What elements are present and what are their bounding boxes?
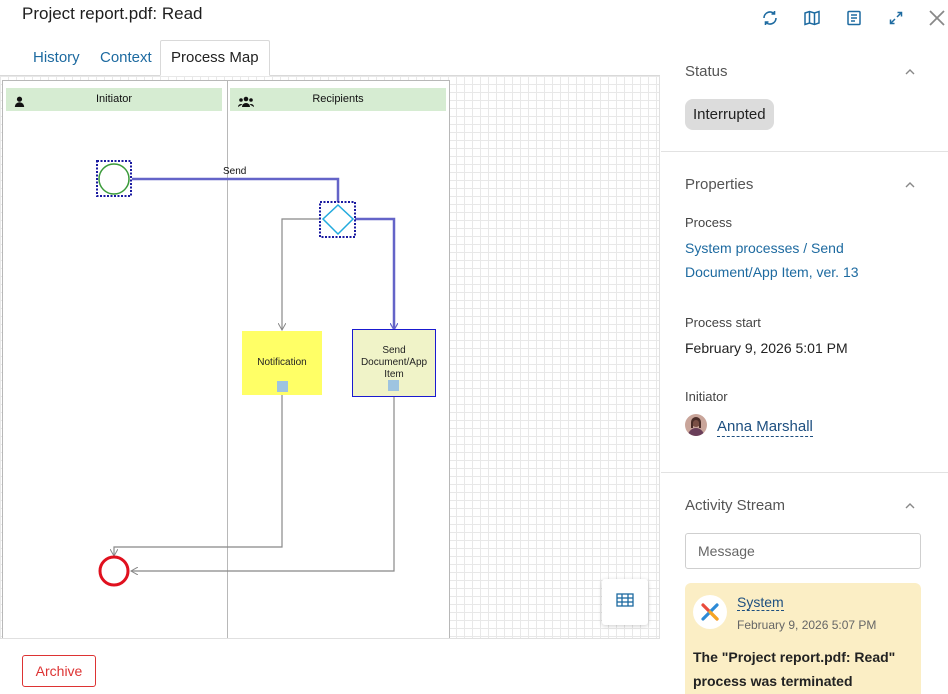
tab-process-map[interactable]: Process Map [160, 40, 270, 76]
table-view-button[interactable] [602, 579, 648, 625]
chevron-up-icon[interactable] [904, 66, 916, 78]
avatar[interactable] [685, 414, 707, 436]
activity-timestamp: February 9, 2026 5:07 PM [737, 618, 877, 632]
lane-label: Initiator [95, 93, 133, 105]
activity-author-link[interactable]: System [737, 594, 784, 611]
flow-to-send-task [355, 217, 394, 330]
group-icon [238, 93, 254, 116]
lane-header-initiator: Initiator [6, 88, 222, 111]
map-icon[interactable] [801, 7, 823, 29]
title-bar: Project report.pdf: Read [0, 0, 948, 38]
activity-section-title: Activity Stream [685, 497, 786, 514]
flow-send-to-end [131, 396, 395, 571]
process-label: Process [685, 215, 732, 230]
lane-divider [227, 81, 228, 638]
lane-header-recipients: Recipients [230, 88, 446, 111]
send-item-task[interactable]: Send Document/App Item [352, 329, 436, 397]
details-sidebar: Status Interrupted Properties Process Sy… [661, 40, 948, 694]
chevron-up-icon[interactable] [904, 500, 916, 512]
initiator-link[interactable]: Anna Marshall [717, 418, 813, 437]
user-icon [14, 93, 25, 116]
activity-entry: System February 9, 2026 5:07 PM The "Pro… [685, 583, 921, 694]
process-link[interactable]: System processes / Send [685, 240, 844, 256]
tab-bar: History Context Process Map [0, 40, 660, 76]
table-icon [616, 592, 634, 612]
process-start-value: February 9, 2026 5:01 PM [685, 340, 848, 356]
process-map-canvas[interactable]: Initiator Recipients Send [0, 76, 660, 638]
notification-task[interactable]: Notification [242, 331, 322, 395]
archive-button[interactable]: Archive [22, 655, 96, 687]
initiator-label: Initiator [685, 389, 728, 404]
status-badge: Interrupted [685, 99, 774, 130]
divider [661, 472, 948, 473]
process-link-line2[interactable]: Document/App Item, ver. 13 [685, 264, 859, 280]
status-section-title: Status [685, 63, 728, 80]
start-event-selection [96, 160, 132, 197]
form-icon[interactable] [843, 7, 865, 29]
refresh-icon[interactable] [759, 7, 781, 29]
chevron-up-icon[interactable] [904, 179, 916, 191]
start-event[interactable] [98, 163, 130, 195]
window-title: Project report.pdf: Read [22, 4, 203, 23]
gateway-diamond[interactable] [321, 203, 355, 236]
task-label: Notification [257, 357, 307, 368]
system-logo-icon [693, 595, 727, 629]
gateway-selection [319, 201, 356, 238]
divider [661, 151, 948, 152]
task-marker-icon [277, 381, 288, 392]
flow-to-notification [282, 218, 320, 330]
activity-text: The "Project report.pdf: Read" process w… [693, 649, 896, 689]
flow-label-send: Send [223, 166, 246, 177]
task-label: Send Document/App Item [360, 345, 428, 380]
tab-history[interactable]: History [33, 49, 80, 66]
lane-label: Recipients [312, 93, 364, 105]
task-marker-icon [388, 380, 399, 391]
expand-icon[interactable] [885, 7, 907, 29]
close-icon[interactable] [926, 7, 948, 29]
end-event[interactable] [98, 555, 130, 587]
process-flow-diagram: Send [96, 160, 660, 587]
message-input[interactable] [685, 533, 921, 569]
flow-notification-to-end [114, 391, 283, 556]
properties-section-title: Properties [685, 176, 754, 193]
footer: Archive [0, 638, 660, 694]
tab-context[interactable]: Context [100, 49, 152, 66]
flow-send [132, 177, 340, 202]
process-start-label: Process start [685, 315, 761, 330]
